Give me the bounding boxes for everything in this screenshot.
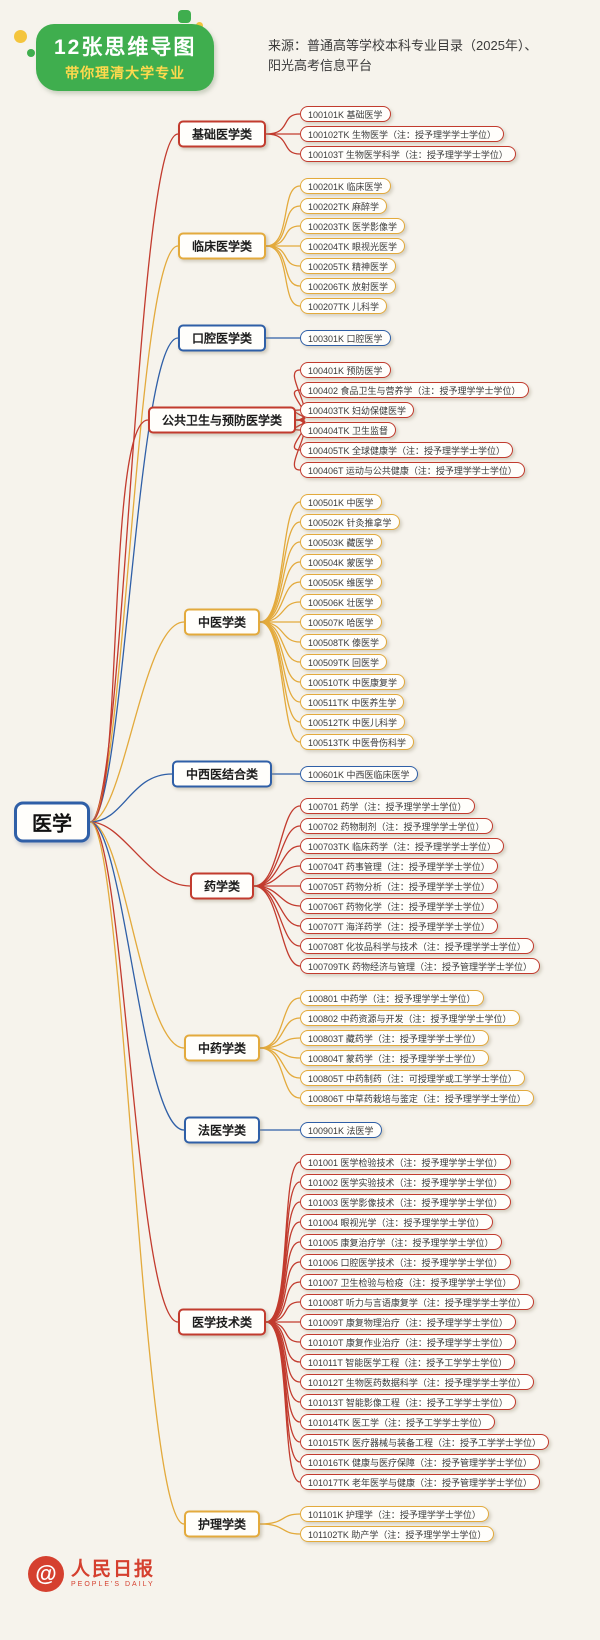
leaf-node: 100705T 药物分析（注：授予理学学士学位） [300,878,498,894]
leaf-node: 100803T 藏药学（注：授予理学学士学位） [300,1030,489,1046]
category-node: 中西医结合类 [171,760,273,788]
leaf-node: 101014TK 医工学（注：授予工学学士学位） [300,1414,496,1430]
leaf-node: 100510TK 中医康复学 [300,674,406,690]
leaf-node: 100404TK 卫生监督 [300,422,397,438]
leaf-node: 101006 口腔医学技术（注：授予理学学士学位） [300,1254,511,1270]
leaf-node: 101002 医学实验技术（注：授予理学学士学位） [300,1174,511,1190]
leaf-node: 100402 食品卫生与营养学（注：授予理学学士学位） [300,382,529,398]
category-node: 中药学类 [183,1034,261,1062]
category-node: 公共卫生与预防医学类 [147,406,297,434]
leaf-node: 100706T 药物化学（注：授予理学学士学位） [300,898,498,914]
leaf-node: 100204TK 眼视光医学 [300,238,406,254]
leaf-node: 101017TK 老年医学与健康（注：授予管理学学士学位） [300,1474,541,1490]
leaf-node: 101012T 生物医药数据科学（注：授予理学学士学位） [300,1374,534,1390]
leaf-node: 100703TK 临床药学（注：授予理学学士学位） [300,838,505,854]
root-node-medicine: 医学 [14,801,90,843]
leaf-node: 100508TK 傣医学 [300,634,388,650]
leaf-node: 100403TK 妇幼保健医学 [300,402,415,418]
brand-name: 人民日报 [71,1559,156,1580]
leaf-node: 100804T 蒙药学（注：授予理学学士学位） [300,1050,489,1066]
category-node: 法医学类 [183,1116,261,1144]
category-node: 护理学类 [183,1510,261,1538]
leaf-node: 100406T 运动与公共健康（注：授予理学学士学位） [300,462,525,478]
peoples-daily-logo-icon: @ [28,1556,64,1592]
leaf-node: 101001 医学检验技术（注：授予理学学士学位） [300,1154,511,1170]
leaf-node: 101013T 智能影像工程（注：授予工学学士学位） [300,1394,516,1410]
category-node: 临床医学类 [177,232,267,260]
decor-dot-yellow [14,30,27,43]
category-node: 基础医学类 [177,120,267,148]
leaf-node: 101010T 康复作业治疗（注：授予理学学士学位） [300,1334,516,1350]
leaf-node: 101004 眼视光学（注：授予理学学士学位） [300,1214,493,1230]
leaf-node: 100504K 蒙医学 [300,554,382,570]
leaf-node: 100509TK 回医学 [300,654,388,670]
leaf-node: 100707T 海洋药学（注：授予理学学士学位） [300,918,498,934]
leaf-node: 100709TK 药物经济与管理（注：授予管理学学士学位） [300,958,541,974]
leaf-node: 100512TK 中医儿科学 [300,714,406,730]
leaf-node: 101016TK 健康与医疗保障（注：授予管理学学士学位） [300,1454,541,1470]
leaf-node: 100505K 维医学 [300,574,382,590]
title-badge: 12张思维导图 带你理清大学专业 [36,24,215,91]
source-line2: 阳光高考信息平台 [268,58,373,73]
leaf-node: 100702 药物制剂（注：授予理学学士学位） [300,818,493,834]
leaf-node: 101009T 康复物理治疗（注：授予理学学士学位） [300,1314,516,1330]
category-node: 口腔医学类 [177,324,267,352]
leaf-node: 100805T 中药制药（注：可授理学或工学学士学位） [300,1070,525,1086]
leaf-node: 100511TK 中医养生学 [300,694,405,710]
leaf-node: 101005 康复治疗学（注：授予理学学士学位） [300,1234,502,1250]
leaf-node: 100507K 哈医学 [300,614,382,630]
leaf-node: 100207TK 儿科学 [300,298,388,314]
category-node: 药学类 [189,872,255,900]
leaf-node: 100102TK 生物医学（注：授予理学学士学位） [300,126,505,142]
leaf-node: 100501K 中医学 [300,494,382,510]
leaf-node: 101102TK 助产学（注：授予理学学士学位） [300,1526,495,1542]
category-node: 中医学类 [183,608,261,636]
peoples-daily-brand: @ 人民日报 PEOPLE'S DAILY [28,1556,155,1592]
leaf-node: 100205TK 精神医学 [300,258,397,274]
leaf-node: 100704T 药事管理（注：授予理学学士学位） [300,858,498,874]
leaf-node: 101015TK 医疗器械与装备工程（注：授予工学学士学位） [300,1434,550,1450]
leaf-node: 100801 中药学（注：授予理学学士学位） [300,990,484,1006]
leaf-node: 101007 卫生检验与检疫（注：授予理学学士学位） [300,1274,520,1290]
leaf-node: 101011T 智能医学工程（注：授予工学学士学位） [300,1354,516,1370]
leaf-node: 100503K 藏医学 [300,534,382,550]
leaf-node: 100601K 中西医临床医学 [300,766,418,782]
leaf-node: 101008T 听力与言语康复学（注：授予理学学士学位） [300,1294,534,1310]
source-line1: 来源：普通高等学校本科专业目录（2025年）、 [268,38,538,53]
decor-square-green [178,10,191,23]
leaf-node: 100802 中药资源与开发（注：授予理学学士学位） [300,1010,520,1026]
leaf-node: 100513TK 中医骨伤科学 [300,734,415,750]
category-node: 医学技术类 [177,1308,267,1336]
title-line1: 12张思维导图 [54,36,197,59]
leaf-node: 100806T 中草药栽培与鉴定（注：授予理学学士学位） [300,1090,534,1106]
leaf-node: 100701 药学（注：授予理学学士学位） [300,798,475,814]
leaf-node: 101003 医学影像技术（注：授予理学学士学位） [300,1194,511,1210]
leaf-node: 100206TK 放射医学 [300,278,397,294]
leaf-node: 100101K 基础医学 [300,106,391,122]
leaf-node: 100901K 法医学 [300,1122,382,1138]
leaf-node: 100401K 预防医学 [300,362,391,378]
peoples-daily-text: 人民日报 PEOPLE'S DAILY [71,1559,156,1589]
leaf-node: 100202TK 麻醉学 [300,198,388,214]
leaf-node: 100708T 化妆品科学与技术（注：授予理学学士学位） [300,938,534,954]
leaf-node: 100506K 壮医学 [300,594,382,610]
leaf-node: 101101K 护理学（注：授予理学学士学位） [300,1506,489,1522]
leaf-node: 100203TK 医学影像学 [300,218,406,234]
leaf-node: 100103T 生物医学科学（注：授予理学学士学位） [300,146,516,162]
leaf-node: 100502K 针灸推拿学 [300,514,400,530]
leaf-node: 100201K 临床医学 [300,178,391,194]
decor-dot-green [27,49,35,57]
brand-subtitle: PEOPLE'S DAILY [71,1581,155,1588]
leaf-node: 100405TK 全球健康学（注：授予理学学士学位） [300,442,514,458]
title-line2: 带你理清大学专业 [65,65,186,81]
leaf-node: 100301K 口腔医学 [300,330,391,346]
source-note: 来源：普通高等学校本科专业目录（2025年）、 阳光高考信息平台 [268,36,537,76]
